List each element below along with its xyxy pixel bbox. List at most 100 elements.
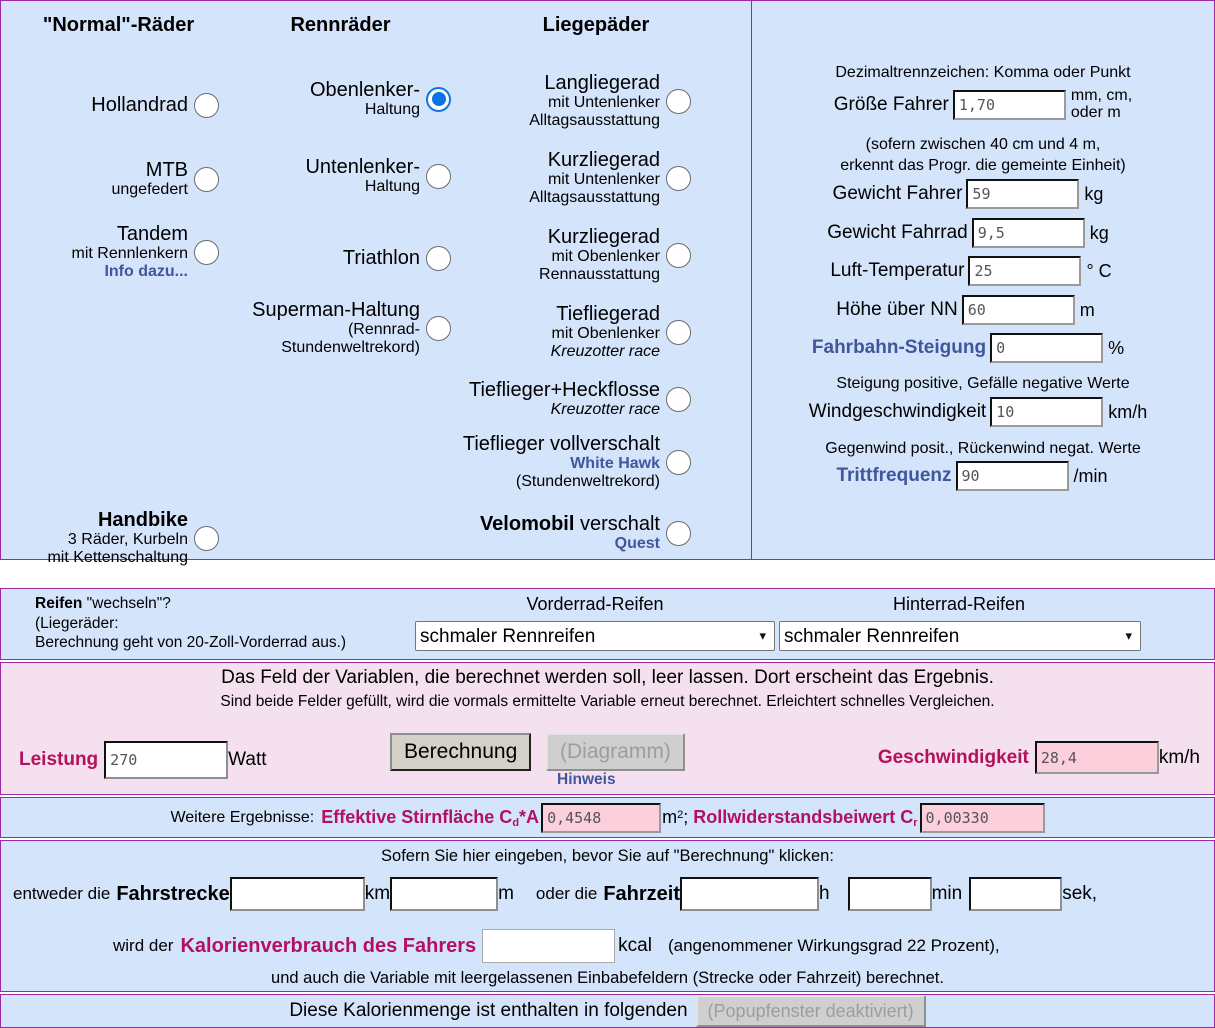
calculation-panel: Das Feld der Variablen, die berechnet we… [0, 662, 1215, 795]
bike-option-kurzliegerad-oben-label: Kurzliegerad mit Obenlenker Rennausstatt… [539, 226, 660, 284]
speed-unit: km/h [1158, 746, 1200, 768]
time-hours-input[interactable] [680, 877, 820, 911]
distance-outro: und auch die Variable mit leergelassenen… [271, 969, 944, 987]
bike-option-tiefflieger-heckflosse[interactable]: Tieflieger+Heckflosse Kreuzotter race [441, 379, 691, 419]
white-hawk-link[interactable]: White Hawk [570, 455, 660, 473]
speed-row: Geschwindigkeit km/h [878, 741, 1200, 774]
bike-option-tiefflieger-heckflosse-label: Tieflieger+Heckflosse Kreuzotter race [468, 379, 660, 419]
track-either-label: entweder die [13, 884, 111, 903]
altitude-input[interactable] [961, 295, 1075, 325]
bike-option-langliegerad[interactable]: Langliegerad mit Untenlenker Alltagsauss… [451, 72, 691, 130]
air-temperature-row: Luft-Temperatur ° C [752, 256, 1214, 286]
calories-unit: kcal [618, 935, 652, 956]
track-km-unit: km [364, 883, 391, 904]
bike-option-tiefliegerad[interactable]: Tiefliegerad mit Obenlenker Kreuzotter r… [451, 303, 691, 361]
track-m-input[interactable] [390, 877, 499, 911]
power-input[interactable] [104, 741, 229, 779]
rider-height-unit: mm, cm, oder m [1070, 87, 1133, 121]
bike-radio-kurzliegerad-unten[interactable] [666, 165, 691, 191]
rear-tire-header: Hinterrad-Reifen [892, 594, 1026, 614]
bike-option-mtb[interactable]: MTB ungefedert [1, 159, 219, 199]
track-m-unit: m [498, 883, 514, 904]
cadence-input[interactable] [955, 461, 1069, 491]
bike-weight-row: Gewicht Fahrrad kg [752, 218, 1214, 248]
bike-weight-unit: kg [1089, 222, 1109, 243]
front-tire-select[interactable]: schmaler Rennreifen [415, 621, 775, 651]
slope-unit: % [1108, 337, 1125, 358]
bike-option-mtb-label: MTB ungefedert [111, 159, 188, 199]
parameters-area: Dezimaltrennzeichen: Komma oder Punkt Gr… [752, 1, 1214, 559]
bike-option-tandem[interactable]: Tandem mit Rennlenkern Info dazu... [1, 223, 219, 281]
bike-radio-kurzliegerad-oben[interactable] [666, 242, 691, 268]
wind-speed-input[interactable] [990, 397, 1104, 427]
bike-radio-untenlenker[interactable] [426, 163, 451, 189]
bike-option-handbike[interactable]: Handbike 3 Räder, Kurbeln mit Kettenscha… [1, 509, 219, 567]
calc-info-line1: Das Feld der Variablen, die berechnet we… [221, 667, 994, 688]
bike-option-kurzliegerad-unten[interactable]: Kurzliegerad mit Untenlenker Alltagsauss… [451, 149, 691, 207]
quest-link[interactable]: Quest [614, 535, 660, 553]
cda-result-input[interactable] [541, 802, 662, 833]
bike-option-tiefflieger-vollverschalt[interactable]: Tieflieger vollverschalt White Hawk (Stu… [439, 433, 691, 491]
time-seconds-input[interactable] [969, 877, 1063, 911]
bike-radio-triathlon[interactable] [426, 246, 451, 271]
altitude-unit: m [1079, 299, 1095, 320]
calories-input[interactable] [482, 929, 616, 963]
rider-weight-label: Gewicht Fahrer [832, 183, 963, 204]
calculate-button[interactable]: Berechnung [390, 733, 532, 771]
cadence-unit: /min [1073, 465, 1108, 486]
speed-result-input[interactable] [1034, 741, 1159, 774]
bike-radio-tandem[interactable] [194, 239, 219, 265]
bike-radio-superman[interactable] [426, 315, 451, 341]
bike-option-handbike-label: Handbike 3 Räder, Kurbeln mit Kettenscha… [47, 509, 188, 567]
height-note-line2: erkennt das Progr. die gemeinte Einheit) [840, 157, 1126, 174]
slope-input[interactable] [990, 333, 1104, 363]
bike-option-superman[interactable]: Superman-Haltung (Rennrad- Stundenweltre… [196, 299, 451, 357]
rider-height-input[interactable] [952, 89, 1066, 120]
altitude-label: Höhe über NN [836, 299, 958, 320]
bike-option-hollandrad-label: Hollandrad [91, 94, 188, 117]
bike-option-kurzliegerad-oben[interactable]: Kurzliegerad mit Obenlenker Rennausstatt… [451, 226, 691, 284]
calories-label: Kalorienverbrauch des Fahrers [180, 934, 477, 957]
tandem-info-link[interactable]: Info dazu... [104, 263, 188, 281]
wind-note: Gegenwind posit., Rückenwind negat. Wert… [825, 440, 1141, 457]
rider-weight-input[interactable] [966, 179, 1080, 209]
bike-radio-tiefflieger-heckflosse[interactable] [666, 386, 691, 412]
front-tire-select-wrap: schmaler Rennreifen ▾ [415, 621, 775, 653]
bike-option-obenlenker[interactable]: Obenlenker- Haltung [216, 79, 451, 119]
cr-result-input[interactable] [919, 802, 1045, 833]
popup-disabled-button: (Popupfenster deaktiviert) [695, 995, 926, 1027]
hinweis-link[interactable]: Hinweis [557, 771, 616, 788]
rear-tire-select[interactable]: schmaler Rennreifen [779, 621, 1141, 651]
bike-weight-input[interactable] [971, 218, 1085, 248]
bike-option-untenlenker[interactable]: Untenlenker- Haltung [216, 156, 451, 196]
distance-time-panel: Sofern Sie hier eingeben, bevor Sie auf … [0, 840, 1215, 992]
further-results-row: Weitere Ergebnisse: Effektive Stirnfläch… [0, 797, 1215, 838]
bike-radio-obenlenker[interactable] [426, 86, 451, 112]
bike-option-triathlon[interactable]: Triathlon [216, 246, 451, 271]
column-title-liege: Liegeрäder [542, 14, 650, 36]
rear-tire-select-wrap: schmaler Rennreifen ▾ [779, 621, 1141, 653]
slope-row: Fahrbahn-Steigung % [752, 333, 1214, 363]
power-row: Leistung Watt [19, 741, 267, 779]
bike-option-velomobil[interactable]: Velomobil verschalt Quest [451, 513, 691, 553]
front-tire-header: Vorderrad-Reifen [526, 594, 664, 614]
bike-option-langliegerad-label: Langliegerad mit Untenlenker Alltagsauss… [529, 72, 660, 130]
track-km-input[interactable] [229, 877, 365, 911]
tire-selection-row: Reifen "wechseln"? (Liegeräder: Berechnu… [0, 588, 1215, 660]
bike-radio-tiefflieger-vollverschalt[interactable] [666, 449, 691, 475]
power-label: Leistung [19, 749, 99, 770]
bike-radio-langliegerad[interactable] [666, 88, 691, 114]
bike-radio-tiefliegerad[interactable] [666, 319, 691, 345]
bike-radio-velomobil[interactable] [666, 520, 691, 546]
time-minutes-input[interactable] [847, 877, 932, 911]
bike-radio-handbike[interactable] [194, 525, 219, 551]
time-label: Fahrzeit [603, 882, 681, 905]
bike-option-hollandrad[interactable]: Hollandrad [1, 93, 219, 118]
air-temperature-unit: ° C [1086, 260, 1112, 281]
bike-radio-hollandrad[interactable] [194, 93, 219, 118]
bike-radio-mtb[interactable] [194, 166, 219, 192]
bike-option-triathlon-label: Triathlon [342, 247, 420, 270]
air-temperature-input[interactable] [968, 256, 1082, 286]
column-title-normal: "Normal"-Räder [42, 14, 195, 36]
